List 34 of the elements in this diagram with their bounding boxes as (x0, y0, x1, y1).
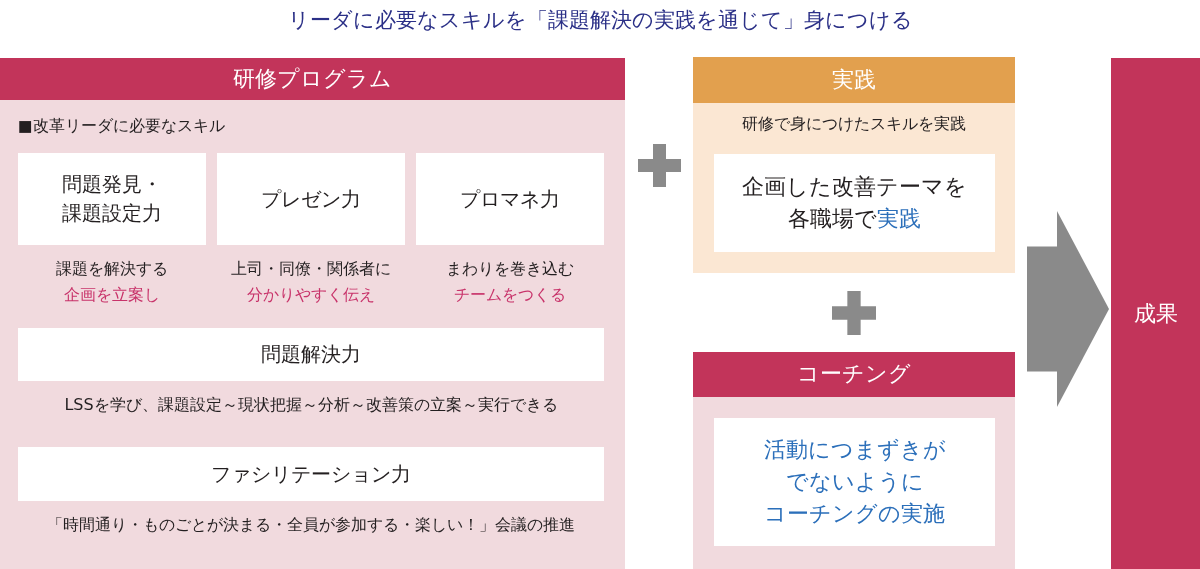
skill-box (18, 153, 206, 245)
skill-box (18, 447, 604, 501)
box-description: 企画を立案し (64, 284, 160, 306)
skill-box (18, 328, 604, 381)
panel (0, 58, 625, 569)
box-description: LSSを学び、課題設定～現状把握～分析～改善策の立案～実行できる (64, 394, 558, 416)
panel-title: 実践 (832, 66, 876, 94)
skill-box (217, 153, 405, 245)
box-description: 「時間通り・ものごとが決まる・全員が参加する・楽しい！」会議の推進 (47, 514, 575, 536)
panel (693, 57, 1015, 273)
box-description: 分かりやすく伝え (247, 284, 375, 306)
panel-subtitle: ■改革リーダに必要なスキル (18, 117, 225, 135)
box-label: 企画した改善テーマを各職場で実践 (741, 173, 968, 233)
box-label: プロマネ力 (460, 185, 560, 213)
result-bar (1111, 58, 1200, 569)
text-box (714, 154, 995, 252)
skill-box (416, 153, 604, 245)
panel (693, 352, 1015, 569)
panel-subtitle: 研修で身につけたスキルを実践 (742, 115, 966, 133)
result-label: 成果 (1133, 299, 1178, 328)
text-box (714, 418, 995, 546)
block-arrow (1027, 211, 1109, 407)
box-description: まわりを巻き込む (446, 258, 574, 280)
box-label: ファシリテーション力 (211, 460, 411, 488)
box-description: 課題を解決する (56, 258, 168, 280)
box-label: 活動につまずきがでないようにコーチングの実施 (763, 436, 946, 528)
panel-title: コーチング (797, 361, 911, 388)
box-label: 問題発見・課題設定力 (61, 171, 163, 227)
diagram-title: リーダに必要なスキルを「課題解決の実践を通じて」身につける (287, 7, 913, 34)
box-description: 上司・同僚・関係者に (231, 258, 391, 280)
box-description: チームをつくる (454, 284, 566, 306)
panel-title: 研修プログラム (233, 65, 392, 93)
box-label: 問題解決力 (261, 341, 361, 368)
box-label: プレゼン力 (261, 185, 361, 213)
